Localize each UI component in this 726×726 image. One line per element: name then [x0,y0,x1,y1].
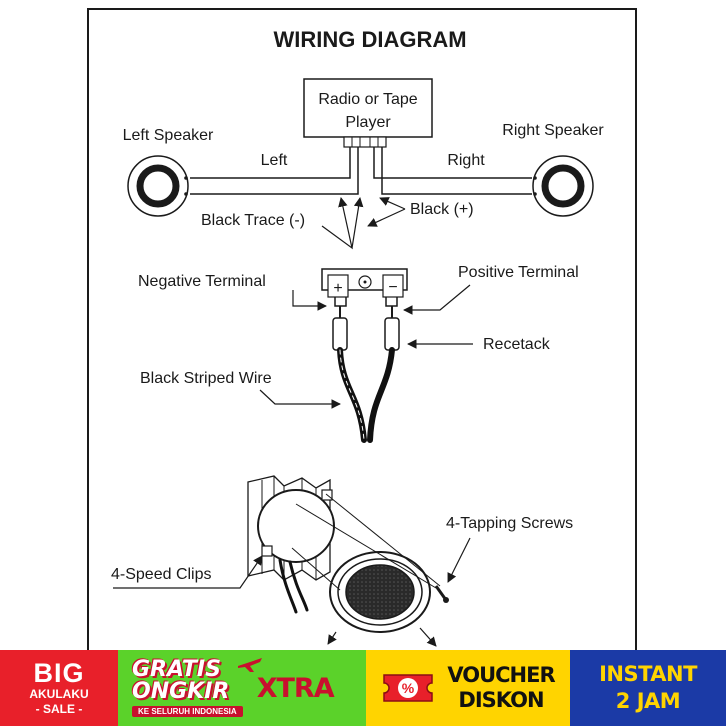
sale-text: - SALE - [35,702,83,716]
speaker-wires [190,147,532,195]
tapping-screw [434,585,449,603]
akulaku-text: AKULAKU [29,687,89,701]
diagram-frame [87,8,637,650]
gratis-text: GRATIS [132,657,221,682]
radio-tape-player-box: Radio or Tape Player [303,78,433,148]
receptacles [332,306,400,351]
positive-terminal-label: Positive Terminal [458,264,579,281]
two-jam-text: 2 JAM [615,689,681,713]
left-speaker-label: Left Speaker [123,127,214,144]
top-leader-arrows [321,197,406,250]
left-speaker [127,155,189,217]
black-striped-wire-label: Black Striped Wire [140,370,272,387]
left-wire-label: Left [261,152,288,169]
xtra-text: XTRA [256,672,335,704]
source-box-line1: Radio or Tape [318,91,417,108]
black-striped-wire [337,347,395,443]
terminal-leader-arrows [259,284,473,409]
assembly-guide-lines [291,493,441,591]
voucher-text: VOUCHER [447,663,555,687]
instant-2-jam-badge[interactable]: INSTANT 2 JAM [570,650,726,726]
right-speaker [532,155,594,217]
diskon-text: DISKON [458,688,544,712]
tapping-screws-label: 4-Tapping Screws [446,515,573,532]
speed-clips-label: 4-Speed Clips [111,566,212,583]
instant-text: INSTANT [599,662,697,686]
right-speaker-label: Right Speaker [502,122,604,139]
wiring-diagram: WIRING DIAGRAM Radio or Tape Player Left… [87,8,637,650]
airplane-icon [238,658,262,672]
recetack-label: Recetack [483,336,551,353]
diagram-title: WIRING DIAGRAM [273,27,466,52]
ongkir-text: ONGKIR [132,679,230,704]
black-plus-label: Black (+) [410,201,474,218]
black-trace-label: Black Trace (-) [201,212,305,229]
mounting-leader-arrows [113,537,471,647]
gratis-ongkir-xtra-badge[interactable]: GRATIS ONGKIR KE SELURUH INDONESIA XTRA [118,650,366,726]
right-wire-label: Right [447,152,485,169]
coaxial-speaker [329,551,431,633]
big-akulaku-sale-badge[interactable]: BIG AKULAKU - SALE - [0,650,118,726]
plus-sign: + [333,280,342,297]
promo-banner: BIG AKULAKU - SALE - GRATIS ONGKIR KE SE… [0,650,726,726]
ke-seluruh-indonesia-text: KE SELURUH INDONESIA [132,706,243,717]
minus-sign: − [388,279,397,296]
speaker-leads [278,558,309,614]
percent-badge: % [402,680,415,696]
negative-terminal-label: Negative Terminal [138,273,266,290]
source-box-line2: Player [345,114,391,131]
discount-ticket-icon: % [383,674,434,702]
big-text: BIG [33,658,85,688]
voucher-diskon-badge[interactable]: % VOUCHER DISKON [366,650,570,726]
speaker-terminal: + − [321,268,408,307]
